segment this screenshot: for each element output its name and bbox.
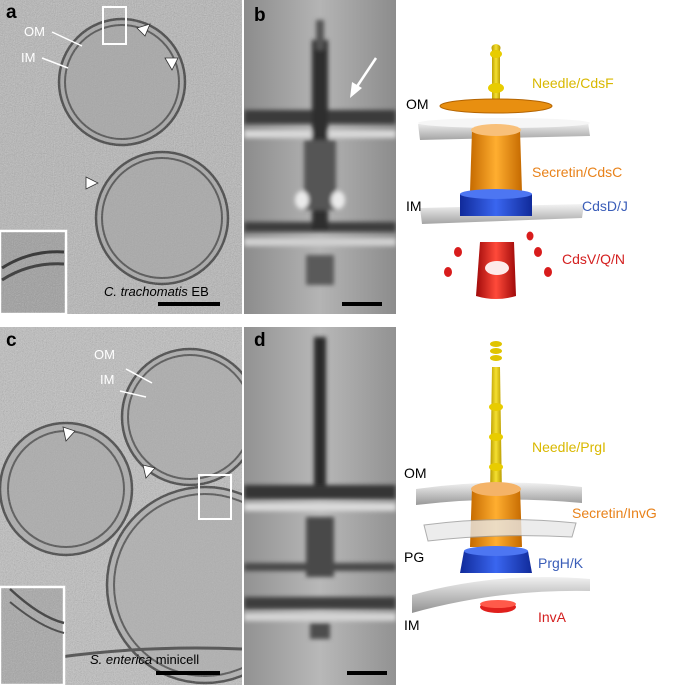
arrowhead-marker xyxy=(164,57,179,71)
label-needle: Needle/CdsF xyxy=(532,75,614,91)
label-ring: PrgH/K xyxy=(538,555,584,571)
label-om: OM xyxy=(406,96,429,112)
label-secretin: Secretin/CdsC xyxy=(532,164,623,180)
panel-label-c: c xyxy=(6,330,17,351)
label-ring: CdsD/J xyxy=(582,198,628,214)
scale-bar xyxy=(342,302,382,306)
panel-d-subtomogram: d xyxy=(244,327,396,685)
panel-b-subtomogram: b xyxy=(244,0,396,314)
label-om: OM xyxy=(94,347,115,362)
species-caption: S. enterica minicell xyxy=(90,652,200,667)
panel-c-image xyxy=(0,327,242,685)
needle-tip xyxy=(490,341,502,347)
label-om: OM xyxy=(24,24,45,39)
needle-shape xyxy=(490,367,502,497)
label-export: CdsV/Q/N xyxy=(562,251,626,267)
panel-d-image xyxy=(244,327,396,685)
peptidoglycan xyxy=(423,518,577,542)
model-bottom-render xyxy=(412,341,590,613)
scale-bar xyxy=(347,671,387,675)
panel-a-image xyxy=(0,0,242,314)
scale-bar xyxy=(158,302,220,306)
label-secretin: Secretin/InvG xyxy=(572,505,657,521)
panel-label-a: a xyxy=(6,2,17,23)
inner-membrane xyxy=(412,577,590,613)
arrowhead-marker xyxy=(85,176,99,190)
label-im: IM xyxy=(404,617,420,633)
panel-label-d: d xyxy=(254,330,266,351)
panel-b-image xyxy=(244,0,396,314)
label-im: IM xyxy=(21,50,36,65)
ring-shape xyxy=(460,194,532,216)
label-im: IM xyxy=(100,372,115,387)
model-injectisome-chlamydia: OM IM Needle/CdsF Secretin/CdsC CdsD/J C… xyxy=(398,0,679,314)
secretin-shape xyxy=(470,130,522,192)
arrowhead-marker xyxy=(62,426,76,442)
arrow-indicator xyxy=(354,57,378,89)
om-cap xyxy=(439,98,553,114)
model-top-render xyxy=(418,44,590,299)
model-injectisome-salmonella: OM PG IM Needle/PrgI Secretin/InvG PrgH/… xyxy=(398,327,679,685)
species-caption: C. trachomatis EB xyxy=(104,284,209,299)
panel-a-tomogram: a OM IM C. trachomatis EB xyxy=(0,0,242,314)
label-im: IM xyxy=(406,198,422,214)
arrowhead-marker xyxy=(142,464,156,479)
label-pg: PG xyxy=(404,549,425,565)
panel-c-tomogram: c OM IM S. enterica minicell xyxy=(0,327,242,685)
zoom-box xyxy=(102,6,127,45)
zoom-box xyxy=(198,474,232,520)
panel-label-b: b xyxy=(254,5,266,26)
label-export: InvA xyxy=(538,609,567,625)
scale-bar xyxy=(156,671,220,675)
label-om: OM xyxy=(404,465,427,481)
ring-shape xyxy=(460,551,532,573)
label-needle: Needle/PrgI xyxy=(532,439,606,455)
arrowhead-marker xyxy=(136,23,151,37)
